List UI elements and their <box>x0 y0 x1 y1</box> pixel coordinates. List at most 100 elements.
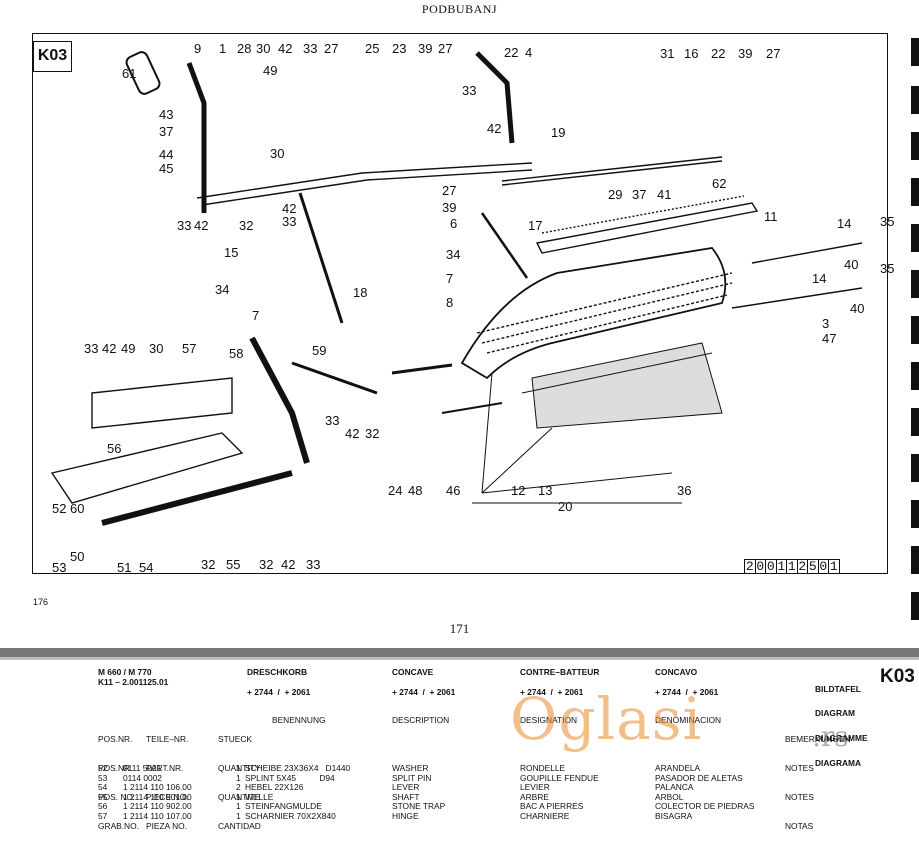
parts-cell-es: BISAGRA <box>655 811 693 821</box>
rear-shaft <box>501 156 723 182</box>
callout-label: 20 <box>558 499 572 514</box>
callout-label: 3 <box>822 316 829 331</box>
callout-label: 40 <box>850 301 864 316</box>
binding-mark <box>911 362 919 390</box>
callout-label: 7 <box>252 308 259 323</box>
binding-mark <box>911 178 919 206</box>
parts-cell-es: COLECTOR DE PIEDRAS <box>655 801 755 812</box>
parts-cell-part: 1 2114 110 106.00 <box>123 782 192 793</box>
callout-label: 39 <box>418 41 432 56</box>
binding-mark <box>911 500 919 528</box>
callout-label: 33 <box>325 413 339 428</box>
binding-mark <box>911 132 919 160</box>
parts-cell-de: WELLE <box>245 791 274 802</box>
callout-label: 45 <box>159 161 173 176</box>
callout-label: 42 <box>345 426 359 441</box>
parts-cell-qty: 1 <box>236 763 241 773</box>
parts-cell-fr: ARBRE <box>520 791 549 802</box>
callout-label: 33 <box>306 557 320 572</box>
callout-label: 19 <box>551 125 565 140</box>
binding-mark <box>911 86 919 114</box>
parts-cell-pos: 54 <box>98 782 108 793</box>
callout-label: 55 <box>226 557 240 572</box>
callout-label: 51 <box>117 560 131 575</box>
applicability-en: + 2744 / + 2061 <box>392 687 456 697</box>
callout-label: 11 <box>764 209 778 224</box>
callout-label: 49 <box>121 341 135 356</box>
parts-cell-en: LEVER <box>392 782 420 793</box>
column-header-pos: POS.NR. POS.NR. POS. NO. GRAB.NO. <box>98 734 139 831</box>
callout-label: 8 <box>446 295 453 310</box>
parts-cell-en: SHAFT <box>392 791 420 802</box>
callout-label: 16 <box>684 46 698 61</box>
watermark-logo: Oglasi <box>510 685 703 753</box>
parts-cell-fr: RONDELLE <box>520 763 566 773</box>
callout-label: 44 <box>159 147 173 162</box>
callout-label: 43 <box>159 107 173 122</box>
binding-mark <box>911 592 919 620</box>
parts-cell-de: SPLINT 5X45 D94 <box>245 772 335 783</box>
callout-label: 46 <box>446 483 460 498</box>
diagram-code-table: K03 <box>880 666 915 687</box>
binding-mark <box>911 38 919 66</box>
parts-cell-de: HEBEL 22X126 <box>245 782 304 793</box>
parts-cell-de: SCHEIBE 23X36X4 D1440 <box>245 763 351 773</box>
callout-label: 27 <box>766 46 780 61</box>
diagram-code-badge: K03 <box>33 41 72 72</box>
callout-label: 33 <box>462 83 476 98</box>
diagram-label-block: BILDTAFEL DIAGRAM DIAGRAMME DIAGRAMA <box>815 683 868 769</box>
parts-cell-de: STEINFANGMULDE <box>245 801 322 812</box>
callout-label: 23 <box>392 41 406 56</box>
callout-label: 36 <box>677 483 691 498</box>
callout-label: 56 <box>107 441 121 456</box>
callout-label: 32 <box>201 557 215 572</box>
callout-label: 60 <box>70 501 84 516</box>
callout-label: 48 <box>408 483 422 498</box>
callout-label: 39 <box>738 46 752 61</box>
binding-mark <box>911 408 919 436</box>
column-header-name: BENENNUNG <box>272 715 326 725</box>
callout-label: 34 <box>215 282 229 297</box>
parts-cell-pos: 52 <box>98 763 108 773</box>
parts-cell-pos: 57 <box>98 811 108 821</box>
group-name-de: DRESCHKORB <box>247 667 308 677</box>
callout-label: 32 <box>239 218 253 233</box>
callout-label: 40 <box>844 257 858 272</box>
parts-cell-fr: GOUPILLE FENDUE <box>520 772 599 783</box>
scan-divider <box>0 648 919 657</box>
parts-cell-es: ARANDELA <box>655 763 701 773</box>
parts-cell-es: PALANCA <box>655 782 694 793</box>
callout-label: 17 <box>528 218 542 233</box>
callout-label: 33 <box>282 214 296 229</box>
callout-label: 37 <box>159 124 173 139</box>
ref-code-digit: 1 <box>828 559 840 574</box>
callout-label: 15 <box>224 245 238 260</box>
parts-cell-en: STONE TRAP <box>392 801 446 812</box>
callout-label: 58 <box>229 346 243 361</box>
column-header-description: DESCRIPTION <box>392 715 450 725</box>
callout-label: 34 <box>446 247 460 262</box>
transverse-shaft <box>196 162 533 199</box>
scan-divider-light <box>0 657 919 660</box>
callout-label: 42 <box>278 41 292 56</box>
callout-label: 33 <box>84 341 98 356</box>
page-header-title: PODBUBANJ <box>421 2 498 16</box>
callout-label: 22 <box>504 45 518 60</box>
callout-label: 62 <box>712 176 726 191</box>
column-header-qty: STUECK QUANTITY QUANTITE CANTIDAD <box>218 734 261 831</box>
callout-label: 61 <box>122 66 136 81</box>
page-number: 171 <box>449 621 470 636</box>
callout-label: 18 <box>353 285 367 300</box>
watermark-suffix: .rs <box>812 720 849 753</box>
callout-label: 9 <box>194 41 201 56</box>
callout-label: 35 <box>880 261 894 276</box>
callout-label: 29 <box>608 187 622 202</box>
callout-label: 28 <box>237 41 251 56</box>
parts-cell-es: PASADOR DE ALETAS <box>655 772 743 783</box>
binding-mark <box>911 454 919 482</box>
callout-label: 30 <box>256 41 270 56</box>
callout-label: 27 <box>442 183 456 198</box>
callout-label: 12 <box>511 483 525 498</box>
